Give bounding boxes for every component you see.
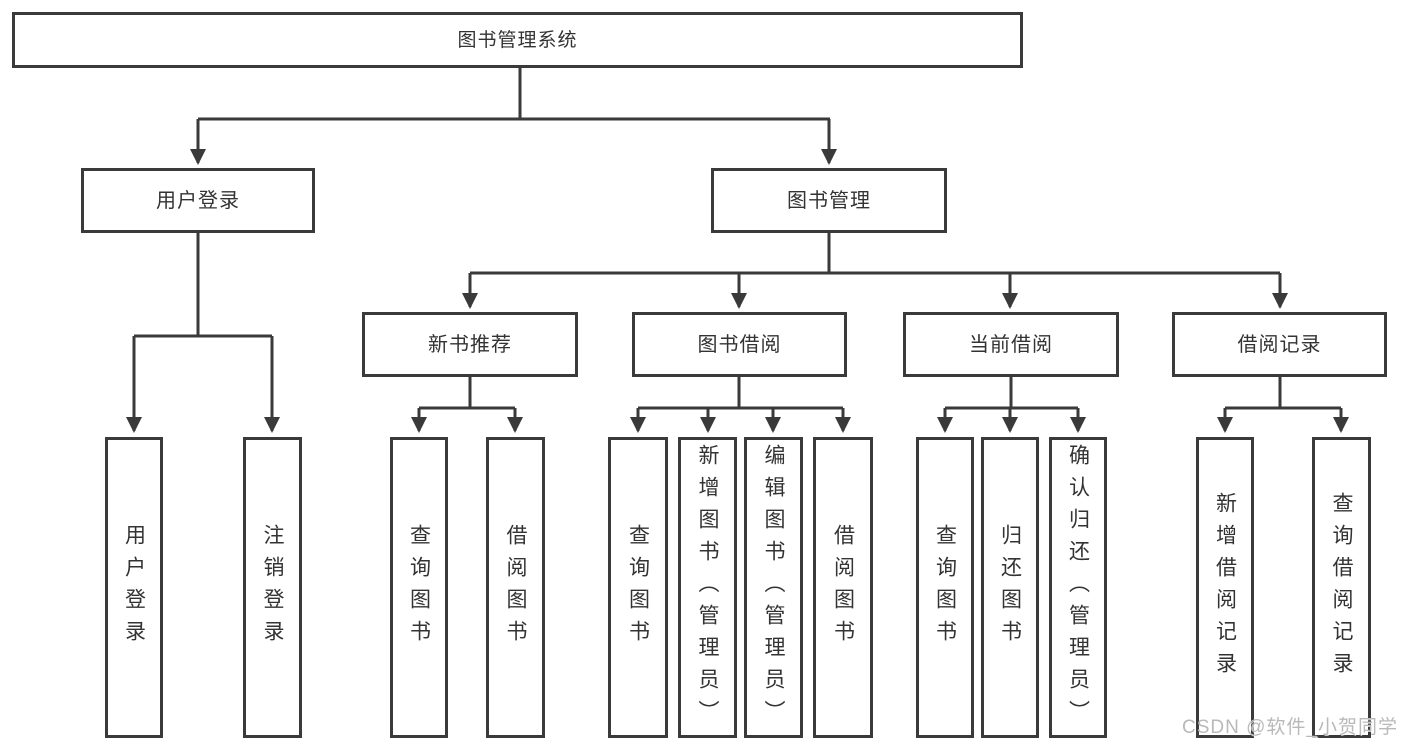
node-label: 确认归还（管理员） — [1066, 443, 1090, 732]
node-leaf-rec-borrow-books: 借阅图书 — [486, 437, 545, 738]
node-label: 新增图书（管理员） — [696, 443, 719, 732]
node-leaf-cb-return-books: 归还图书 — [981, 437, 1039, 738]
node-label: 查询图书 — [933, 523, 957, 652]
node-book-borrow: 图书借阅 — [632, 312, 847, 377]
node-borrow-records: 借阅记录 — [1172, 312, 1387, 377]
node-label: 图书借阅 — [697, 333, 782, 356]
csdn-watermark: CSDN @软件_小贺同学 — [1182, 717, 1398, 738]
node-label: 借阅记录 — [1237, 333, 1322, 356]
node-label: 新增借阅记录 — [1213, 491, 1237, 684]
node-library-management-system: 图书管理系统 — [12, 12, 1023, 68]
node-current-borrow: 当前借阅 — [903, 312, 1119, 377]
node-leaf-logout: 注销登录 — [243, 437, 302, 738]
node-new-book-recommend: 新书推荐 — [362, 312, 578, 377]
node-label: 注销登录 — [261, 523, 284, 652]
node-leaf-bb-borrow-books: 借阅图书 — [813, 437, 873, 738]
node-label: 新书推荐 — [428, 333, 512, 356]
node-label: 当前借阅 — [969, 333, 1053, 356]
node-book-management: 图书管理 — [711, 168, 947, 233]
node-label: 用户登录 — [122, 523, 146, 652]
node-leaf-br-add-record: 新增借阅记录 — [1196, 437, 1254, 738]
node-leaf-bb-add-books-admin: 新增图书（管理员） — [678, 437, 737, 738]
node-label: 查询图书 — [626, 523, 650, 652]
node-leaf-rec-query-books: 查询图书 — [390, 437, 448, 738]
node-label: 用户登录 — [156, 189, 240, 212]
node-label: 查询借阅记录 — [1330, 491, 1353, 684]
node-leaf-cb-query-books: 查询图书 — [916, 437, 974, 738]
node-label: 编辑图书（管理员） — [762, 443, 785, 732]
node-label: 归还图书 — [998, 523, 1022, 652]
node-leaf-bb-query-books: 查询图书 — [608, 437, 668, 738]
node-label: 图书管理 — [787, 189, 871, 212]
node-user-login: 用户登录 — [81, 168, 315, 233]
connector-stems — [134, 68, 1341, 410]
node-leaf-br-query-record: 查询借阅记录 — [1312, 437, 1371, 738]
node-leaf-bb-edit-books-admin: 编辑图书（管理员） — [744, 437, 803, 738]
node-leaf-cb-confirm-return-admin: 确认归还（管理员） — [1049, 437, 1107, 738]
node-label: 借阅图书 — [504, 523, 527, 652]
node-label: 图书管理系统 — [457, 29, 578, 51]
node-label: 借阅图书 — [831, 523, 855, 652]
node-leaf-user-login: 用户登录 — [105, 437, 163, 738]
node-label: 查询图书 — [407, 523, 431, 652]
